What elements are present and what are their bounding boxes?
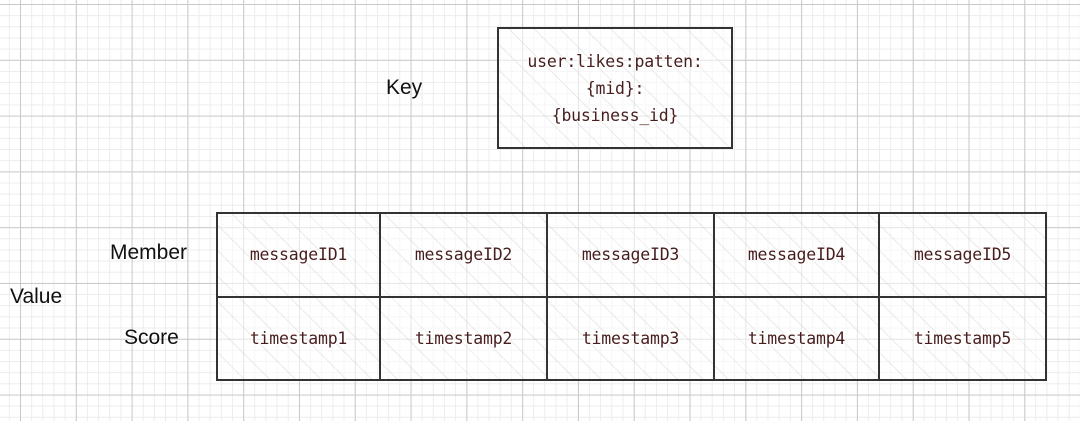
- table-cell-score-5: timestamp5: [913, 328, 1012, 348]
- table-row-member: messageID1 messageID2 messageID3 message…: [218, 214, 1045, 298]
- key-pattern-text: user:likes:patten: {mid}: {business_id}: [527, 51, 703, 125]
- table-cell-score-4: timestamp4: [715, 297, 880, 379]
- table-row-score: timestamp1 timestamp2 timestamp3 timesta…: [218, 297, 1045, 379]
- member-row-label: Member: [110, 241, 188, 264]
- key-pattern-box: user:likes:patten: {mid}: {business_id}: [497, 27, 733, 149]
- key-label: Key: [386, 76, 423, 99]
- table-cell-member-4: messageID4: [715, 214, 880, 296]
- table-cell-member-5: messageID5: [913, 245, 1012, 265]
- table-cell-score-1: timestamp1: [218, 297, 381, 379]
- table-cell-member-3: messageID3: [548, 214, 715, 296]
- table-cell-score-3: timestamp3: [548, 297, 715, 379]
- table-cell-member-1: messageID1: [218, 214, 381, 296]
- value-table: messageID1 messageID2 messageID3 message…: [216, 212, 1047, 381]
- value-label: Value: [10, 285, 63, 308]
- score-row-label: Score: [124, 326, 179, 349]
- table-cell-member-2: messageID2: [381, 214, 548, 296]
- table-cell-score-2: timestamp2: [381, 297, 548, 379]
